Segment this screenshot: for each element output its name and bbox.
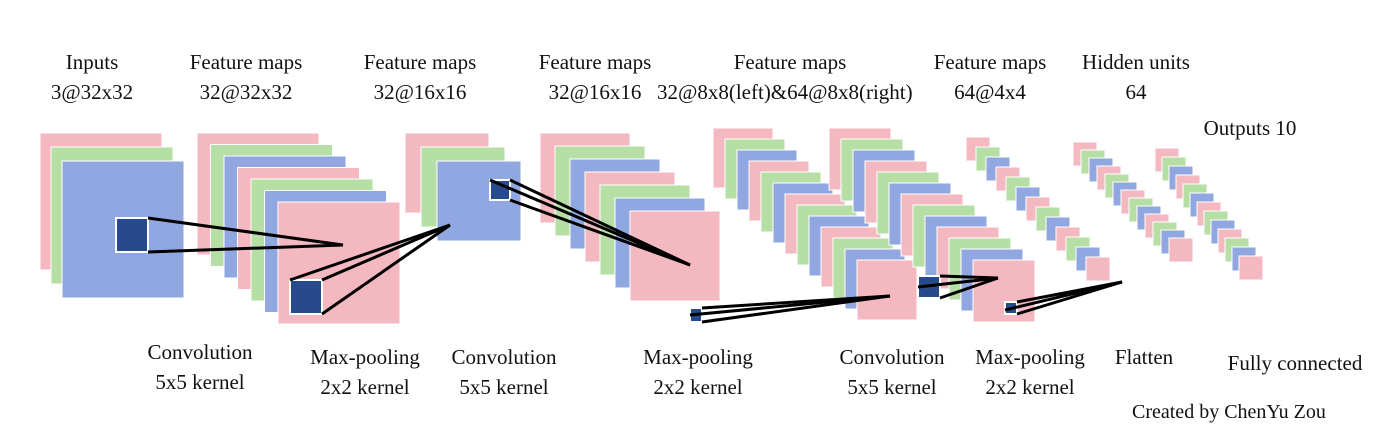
feature-map-stacks: [39, 127, 1264, 325]
op-name: Fully connected: [1227, 351, 1363, 375]
connection-pool1: [289, 223, 451, 282]
column-dims-pool3: 64@4x4: [954, 80, 1026, 104]
stack-outputs: [1154, 147, 1264, 281]
stack-conv2: [539, 132, 721, 302]
connection-conv3: [917, 276, 999, 289]
op-max-pooling-2: Max-pooling 2x2 kernel: [608, 342, 788, 402]
op-fully-connected: Fully connected: [1205, 348, 1385, 378]
column-title-conv1: Feature maps: [189, 50, 303, 74]
column-dims-pool2-conv3: 32@8x8(left)&64@8x8(right): [657, 80, 913, 104]
connection-conv2: [489, 178, 691, 267]
op-flatten: Flatten: [1054, 342, 1234, 372]
connection-conv3: [939, 276, 999, 300]
connection-conv1: [147, 216, 344, 247]
op-max-pooling-3: Max-pooling 2x2 kernel: [940, 342, 1120, 402]
connection-conv2: [509, 198, 691, 267]
op-name: Convolution: [451, 345, 557, 369]
column-dims-hidden: 64: [1125, 80, 1147, 104]
op-convolution-3: Convolution 5x5 kernel: [802, 342, 982, 402]
credit-text: Created by ChenYu Zou: [1132, 401, 1326, 423]
kernel-conv1: [115, 217, 149, 253]
connection-pool1: [321, 223, 451, 316]
connection-pool3: [1004, 280, 1123, 312]
kernel-pool1: [289, 279, 323, 315]
op-convolution-2: Convolution 5x5 kernel: [414, 342, 594, 402]
op-convolution-1: Convolution 5x5 kernel: [110, 337, 290, 397]
stack-hidden: [1072, 141, 1194, 263]
column-title-hidden: Hidden units: [1082, 50, 1190, 74]
feature-map-layer: [1238, 255, 1264, 281]
op-name: Max-pooling: [643, 345, 753, 369]
column-title-inputs: Inputs: [65, 50, 119, 74]
op-name: Max-pooling: [310, 345, 420, 369]
feature-map-layer: [1085, 256, 1111, 282]
column-title-outputs: Outputs 10: [1203, 116, 1297, 140]
column-title-pool3: Feature maps: [933, 50, 1047, 74]
column-title-pool1: Feature maps: [363, 50, 477, 74]
op-kernel: 5x5 kernel: [459, 375, 549, 399]
op-max-pooling-1: Max-pooling 2x2 kernel: [275, 342, 455, 402]
op-kernel: 5x5 kernel: [155, 370, 245, 394]
stack-pool2: [712, 127, 918, 321]
stack-pool3: [965, 136, 1111, 282]
op-name: Flatten: [1114, 345, 1174, 369]
op-kernel: 5x5 kernel: [847, 375, 937, 399]
feature-map-layer: [629, 210, 721, 302]
stack-pool1: [404, 132, 522, 242]
connection-lines: [147, 178, 1123, 324]
column-dims-inputs: 3@32x32: [50, 80, 134, 104]
connection-pool1: [321, 223, 451, 282]
connection-conv1: [147, 243, 344, 254]
column-title-pool2-conv3: Feature maps: [733, 50, 847, 74]
column-dims-conv1: 32@32x32: [199, 80, 293, 104]
op-kernel: 2x2 kernel: [985, 375, 1075, 399]
column-title-conv2: Feature maps: [538, 50, 652, 74]
feature-map-layer: [1168, 237, 1194, 263]
op-name: Convolution: [839, 345, 945, 369]
op-kernel: 2x2 kernel: [653, 375, 743, 399]
stack-inputs: [39, 132, 185, 299]
column-dims-conv2: 32@16x16: [548, 80, 642, 104]
column-dims-pool1: 32@16x16: [373, 80, 467, 104]
feature-map-layer: [856, 259, 918, 321]
connection-pool2: [689, 294, 891, 317]
stack-conv3: [828, 127, 1036, 323]
op-name: Convolution: [147, 340, 253, 364]
op-name: Max-pooling: [975, 345, 1085, 369]
op-kernel: 2x2 kernel: [320, 375, 410, 399]
